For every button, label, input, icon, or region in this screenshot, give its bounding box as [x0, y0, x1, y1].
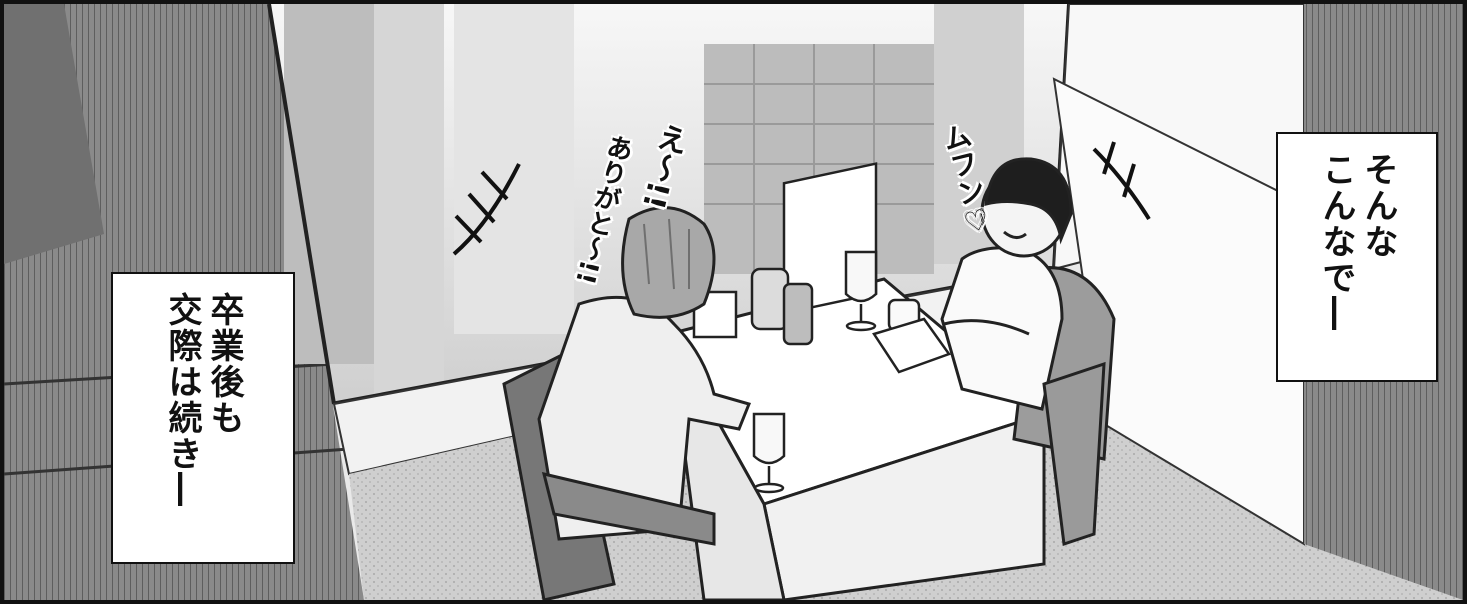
woman-figure [502, 206, 752, 600]
woman-chair-arm [541, 471, 716, 546]
narration-box-right: そんな こんなで― [1276, 132, 1438, 382]
city-window [267, 4, 1071, 407]
restaurant-scene-illustration [4, 4, 1463, 600]
man-chair-back [1042, 361, 1106, 547]
excitement-marks-right [1092, 141, 1151, 221]
narration-line-1: そんな [1358, 152, 1398, 260]
narration-line-1: 卒業後も [204, 292, 244, 436]
narration-line-2: こんなで― [1316, 152, 1356, 332]
excitement-marks-left [452, 163, 521, 256]
narration-box-left: 卒業後も 交際は続き― [111, 272, 295, 564]
table-items [692, 162, 997, 494]
narration-line-2: 交際は続き― [162, 292, 202, 508]
